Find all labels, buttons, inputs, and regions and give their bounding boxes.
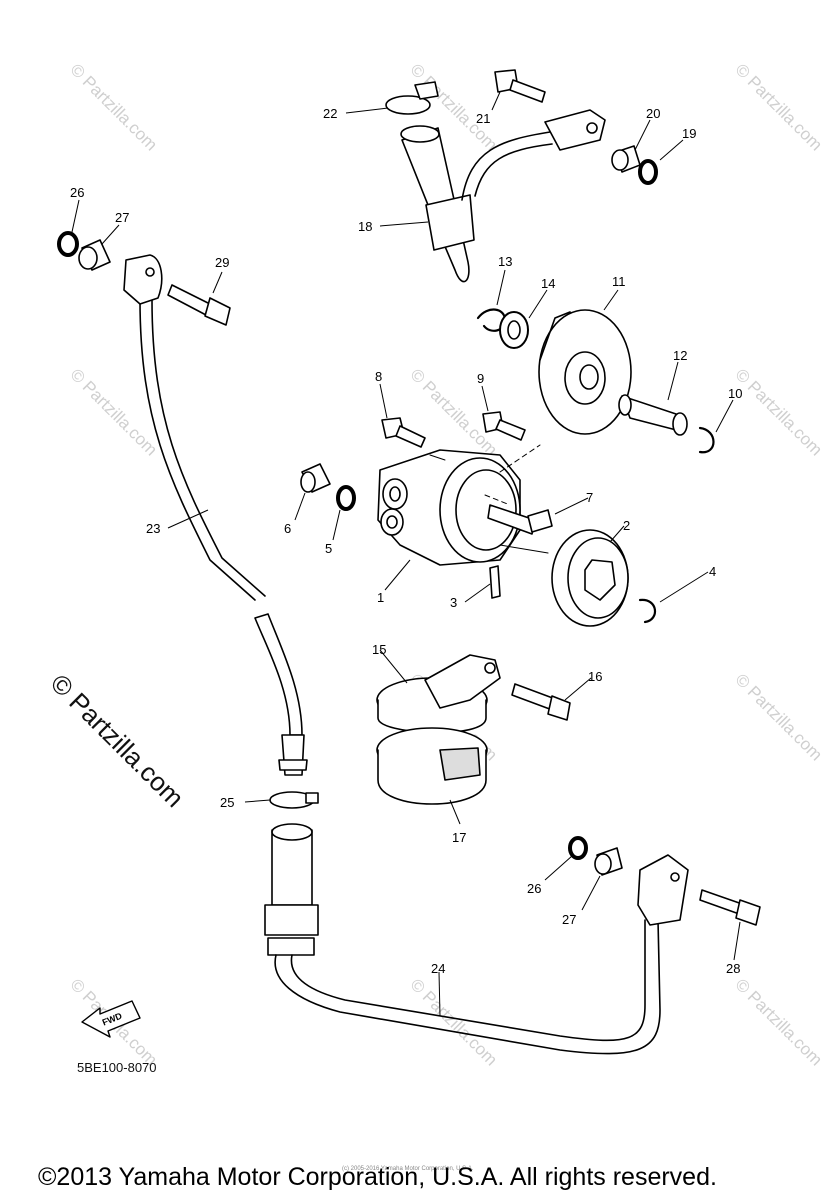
callout-21: 21 — [476, 111, 490, 126]
oil-pipe-24 — [271, 829, 313, 906]
bolt-29 — [167, 284, 213, 316]
collar-7 — [527, 509, 553, 533]
callout-25: 25 — [220, 795, 234, 810]
callout-28: 28 — [726, 961, 740, 976]
o-ring-19 — [638, 159, 658, 185]
callout-12: 12 — [673, 348, 687, 363]
callout-20: 20 — [646, 106, 660, 121]
callout-19: 19 — [682, 126, 696, 141]
callout-27: 27 — [115, 210, 129, 225]
banjo-fitting-lower — [637, 854, 689, 926]
o-ring-5 — [336, 485, 356, 511]
callout-4: 4 — [709, 564, 716, 579]
o-ring-26-lower — [568, 836, 588, 860]
callout-11: 11 — [612, 274, 626, 289]
callout-15: 15 — [372, 642, 386, 657]
oil-hose-23-lower — [254, 613, 303, 736]
circlip-10 — [698, 426, 715, 454]
circlip-4 — [638, 598, 656, 624]
callout-18: 18 — [358, 219, 372, 234]
copyright-small: (c) 2005-2016 Yamaha Motor Corporation, … — [342, 1166, 474, 1172]
callout-8: 8 — [375, 369, 382, 384]
callout-23: 23 — [146, 521, 160, 536]
callout-26-lower: 26 — [527, 881, 541, 896]
clamp-22 — [385, 95, 431, 115]
o-ring-26 — [57, 231, 79, 257]
callout-9: 9 — [477, 371, 484, 386]
callout-26: 26 — [70, 185, 84, 200]
pin-3 — [489, 565, 501, 599]
callout-10: 10 — [728, 386, 742, 401]
callout-27-lower: 27 — [562, 912, 576, 927]
callout-3: 3 — [450, 595, 457, 610]
callout-14: 14 — [541, 276, 555, 291]
diagram-code: 5BE100-8070 — [77, 1060, 157, 1075]
callout-17: 17 — [452, 830, 466, 845]
callout-6: 6 — [284, 521, 291, 536]
fwd-arrow-icon — [81, 1000, 141, 1038]
callout-29: 29 — [215, 255, 229, 270]
callout-16: 16 — [588, 669, 602, 684]
callout-5: 5 — [325, 541, 332, 556]
callout-2: 2 — [623, 518, 630, 533]
banjo-fitting-top — [544, 109, 606, 151]
callout-24: 24 — [431, 961, 445, 976]
callout-22: 22 — [323, 106, 337, 121]
callout-13: 13 — [498, 254, 512, 269]
callout-7: 7 — [586, 490, 593, 505]
copyright-footer: ©2013 Yamaha Motor Corporation, U.S.A. A… — [38, 1163, 717, 1191]
banjo-fitting — [123, 254, 163, 305]
callout-1: 1 — [377, 590, 384, 605]
